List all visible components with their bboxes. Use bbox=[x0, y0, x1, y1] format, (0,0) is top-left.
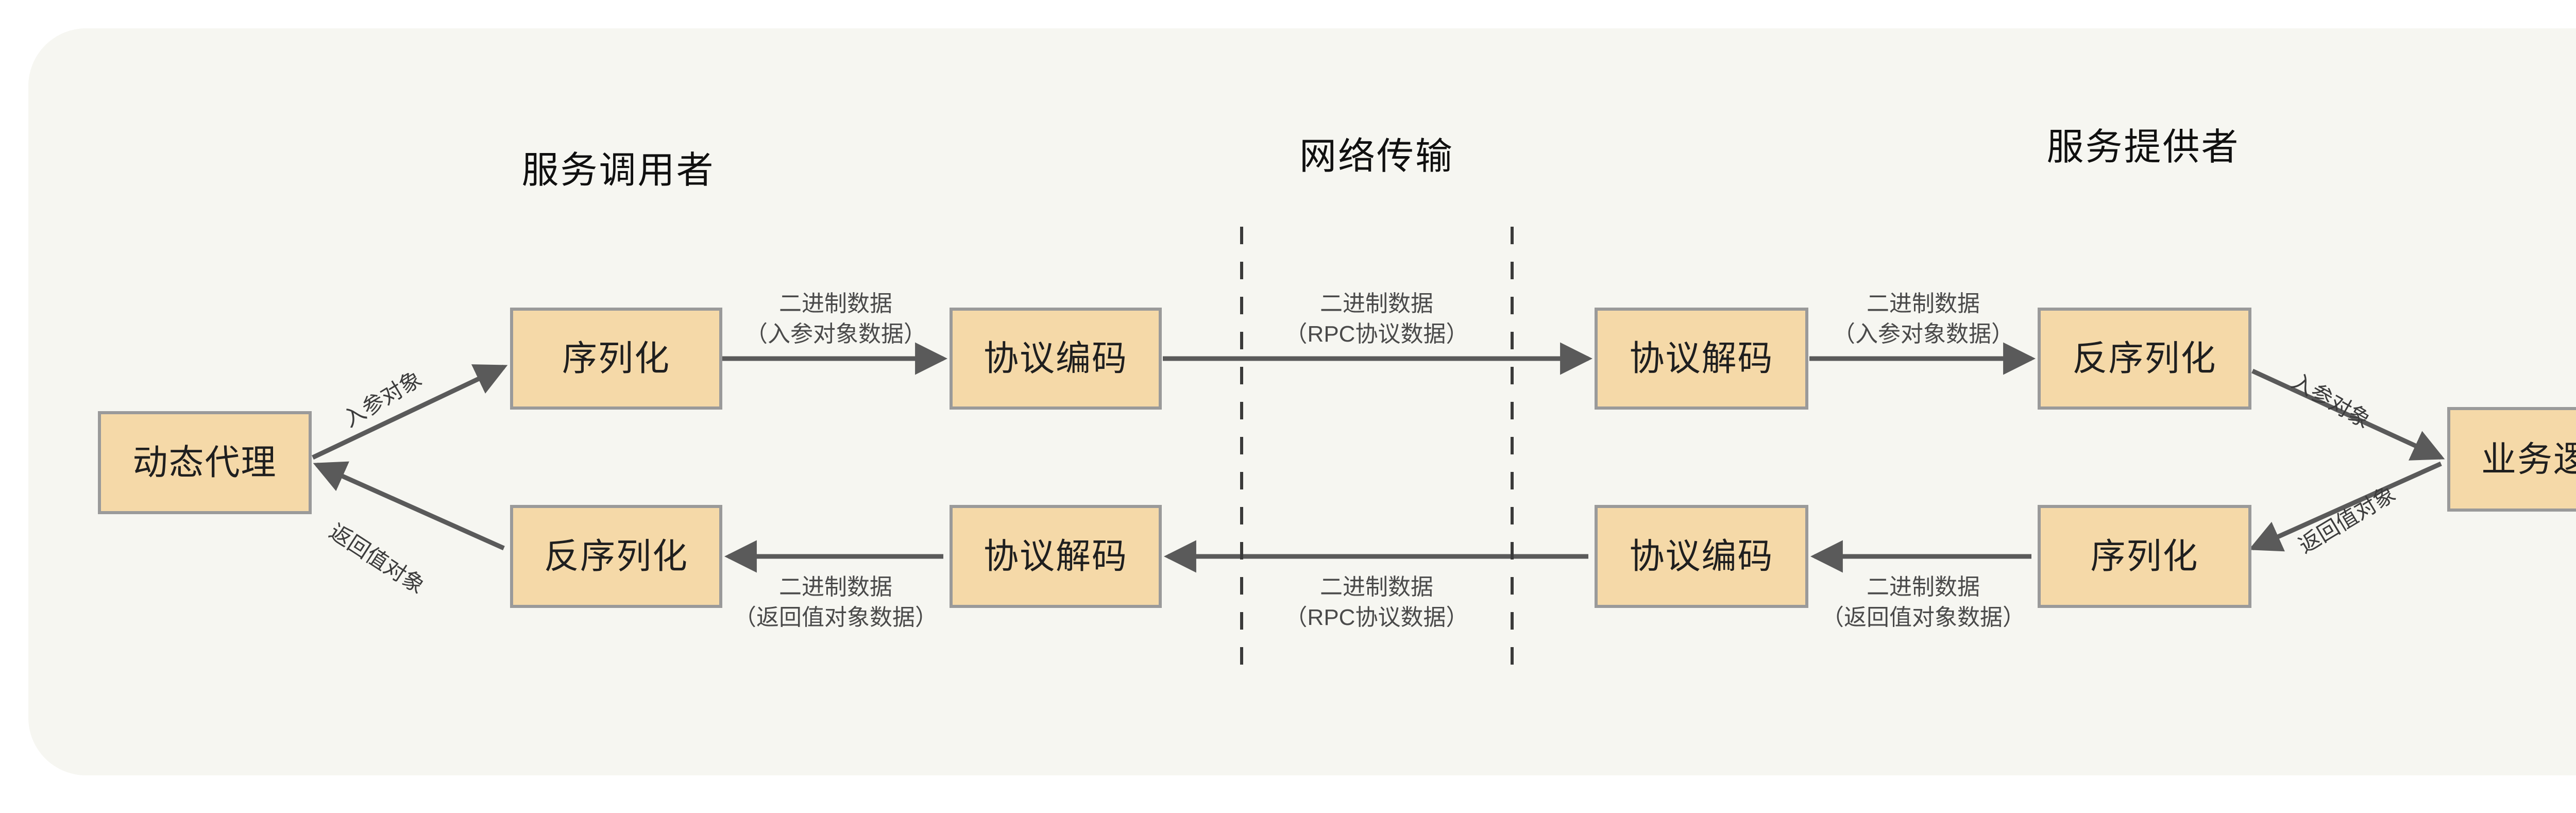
lane-title-consumer: 服务调用者 bbox=[521, 150, 715, 191]
edge-label-line2: （入参对象数据） bbox=[745, 321, 926, 347]
edge-label-req-decode-to-deserialize: 二进制数据 （入参对象数据） bbox=[1833, 289, 2014, 350]
node-dynamic-proxy[interactable]: 动态代理 bbox=[98, 411, 312, 514]
edge-label-line1: 二进制数据 bbox=[1867, 574, 1980, 600]
edge-label-req-serialize-to-encode: 二进制数据 （入参对象数据） bbox=[745, 289, 926, 350]
edge-label-req-network: 二进制数据 （RPC协议数据） bbox=[1285, 289, 1469, 350]
edge-label-resp-network: 二进制数据 （RPC协议数据） bbox=[1285, 572, 1469, 633]
node-deserialize-bottom[interactable]: 反序列化 bbox=[510, 505, 722, 608]
node-protocol-encode-top[interactable]: 协议编码 bbox=[950, 308, 1162, 410]
node-deserialize-top[interactable]: 反序列化 bbox=[2038, 308, 2251, 410]
edge-label-line2: （返回值对象数据） bbox=[1821, 605, 2025, 631]
edge-label-line1: 二进制数据 bbox=[779, 291, 892, 316]
lane-title-network: 网络传输 bbox=[1299, 136, 1454, 177]
edge-label-line2: （入参对象数据） bbox=[1833, 321, 2014, 347]
edge-label-line1: 二进制数据 bbox=[1320, 574, 1433, 600]
edge-label-line2: （RPC协议数据） bbox=[1284, 605, 1469, 631]
node-protocol-decode-bottom[interactable]: 协议解码 bbox=[950, 505, 1162, 608]
node-protocol-decode-top[interactable]: 协议解码 bbox=[1595, 308, 1808, 410]
edge-label-line2: （RPC协议数据） bbox=[1284, 321, 1469, 347]
node-protocol-encode-bottom[interactable]: 协议编码 bbox=[1595, 505, 1808, 608]
edge-label-resp-encode-to-decode: 二进制数据 （返回值对象数据） bbox=[1821, 572, 2025, 633]
edge-label-line2: （返回值对象数据） bbox=[734, 605, 938, 631]
node-serialize-top[interactable]: 序列化 bbox=[510, 308, 722, 410]
node-business-logic[interactable]: 业务逻辑 bbox=[2447, 407, 2576, 512]
edge-label-line1: 二进制数据 bbox=[1867, 291, 1980, 316]
lane-title-provider: 服务提供者 bbox=[2046, 127, 2240, 168]
edge-label-line1: 二进制数据 bbox=[779, 574, 892, 600]
node-serialize-bottom[interactable]: 序列化 bbox=[2038, 505, 2251, 608]
edge-label-line1: 二进制数据 bbox=[1320, 291, 1433, 316]
edge-label-resp-decode-to-deserialize: 二进制数据 （返回值对象数据） bbox=[734, 572, 938, 633]
